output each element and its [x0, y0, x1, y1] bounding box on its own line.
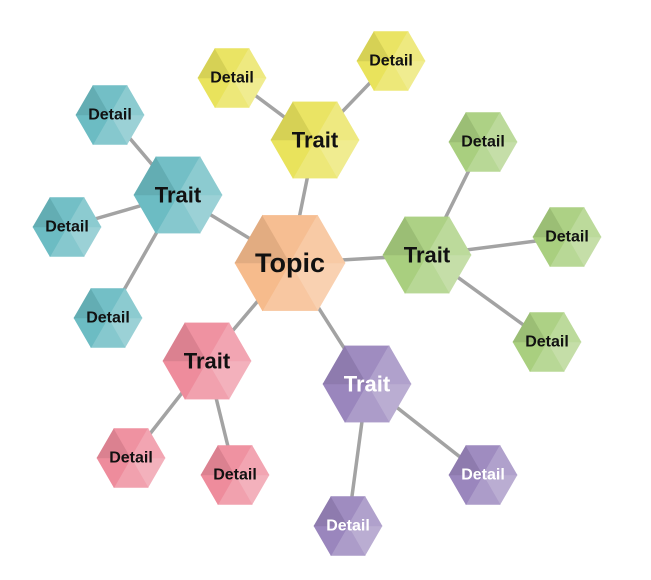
hexagon-facet — [177, 156, 223, 196]
green-detail-node-2-label: Detail — [545, 229, 589, 246]
hexagon-facet — [107, 287, 143, 319]
purple-detail-node-2-label: Detail — [326, 518, 370, 535]
hexagon-facet — [234, 444, 270, 476]
green-detail-node-3-label: Detail — [525, 334, 569, 351]
purple-detail-node-1-label: Detail — [461, 467, 505, 484]
hexagon-facet — [130, 427, 166, 459]
hexagon-facet — [482, 444, 518, 476]
yellow-detail-node-2-label: Detail — [369, 53, 413, 70]
purple-trait-node[interactable]: Trait — [322, 345, 412, 423]
hexagon-facet — [426, 216, 472, 256]
pink-detail-node-1-label: Detail — [109, 450, 153, 467]
yellow-trait-node[interactable]: Trait — [270, 101, 360, 179]
topic-node-label: Topic — [255, 248, 325, 278]
green-detail-node-1[interactable]: Detail — [448, 111, 518, 173]
hexagon-facet — [314, 101, 360, 141]
hexagon-facet — [546, 311, 582, 343]
topic-node[interactable]: Topic — [234, 214, 346, 312]
hexagon-facet — [231, 47, 267, 79]
purple-detail-node-2[interactable]: Detail — [313, 495, 383, 557]
purple-trait-node-label: Trait — [344, 372, 391, 397]
green-detail-node-2[interactable]: Detail — [532, 206, 602, 268]
pink-detail-node-2[interactable]: Detail — [200, 444, 270, 506]
teal-trait-node[interactable]: Trait — [133, 156, 223, 234]
pink-trait-node-label: Trait — [184, 349, 231, 374]
yellow-detail-node-1[interactable]: Detail — [197, 47, 267, 109]
teal-detail-node-2-label: Detail — [45, 219, 89, 236]
green-trait-node-label: Trait — [404, 243, 451, 268]
green-trait-node[interactable]: Trait — [382, 216, 472, 294]
green-detail-node-1-label: Detail — [461, 134, 505, 151]
hexagon-facet — [206, 322, 252, 362]
teal-detail-node-3-label: Detail — [86, 310, 130, 327]
hexagon-facet — [109, 84, 145, 116]
yellow-detail-node-2[interactable]: Detail — [356, 30, 426, 92]
yellow-trait-node-label: Trait — [292, 128, 339, 153]
hexagon-facet — [482, 111, 518, 143]
purple-detail-node-1[interactable]: Detail — [448, 444, 518, 506]
teal-detail-node-2[interactable]: Detail — [32, 196, 102, 258]
hexagon-facet — [347, 495, 383, 527]
pink-trait-node[interactable]: Trait — [162, 322, 252, 400]
pink-detail-node-2-label: Detail — [213, 467, 257, 484]
hexagon-nodes: TopicTraitDetailDetailTraitDetailDetailD… — [32, 30, 602, 557]
teal-detail-node-1[interactable]: Detail — [75, 84, 145, 146]
hexagon-facet — [289, 214, 346, 264]
hexagon-facet — [66, 196, 102, 228]
hexagon-facet — [390, 30, 426, 62]
teal-detail-node-1-label: Detail — [88, 107, 132, 124]
green-detail-node-3[interactable]: Detail — [512, 311, 582, 373]
pink-detail-node-1[interactable]: Detail — [96, 427, 166, 489]
yellow-detail-node-1-label: Detail — [210, 70, 254, 87]
teal-detail-node-3[interactable]: Detail — [73, 287, 143, 349]
teal-trait-node-label: Trait — [155, 183, 202, 208]
hexagon-facet — [566, 206, 602, 238]
hexagon-facet — [366, 345, 412, 385]
